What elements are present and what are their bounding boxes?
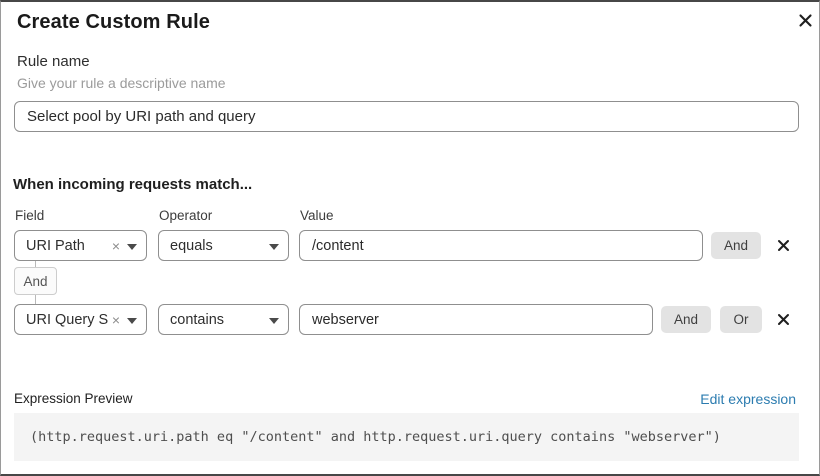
and-connector-badge: And xyxy=(14,267,57,295)
clear-icon[interactable]: × xyxy=(111,311,120,328)
row2-field-value: URI Query St... xyxy=(26,311,108,328)
column-label-field: Field xyxy=(15,208,45,223)
dialog-title: Create Custom Rule xyxy=(17,11,210,33)
row1-field-value: URI Path xyxy=(26,237,85,254)
close-icon[interactable] xyxy=(794,9,816,31)
row2-operator-select[interactable]: contains xyxy=(158,304,289,335)
row1-and-button[interactable]: And xyxy=(711,232,761,259)
chevron-down-icon xyxy=(127,317,137,324)
chevron-down-icon xyxy=(269,317,279,324)
close-icon-glyph xyxy=(798,13,812,27)
connector-line-bottom xyxy=(35,295,36,304)
row2-delete-icon[interactable] xyxy=(774,310,792,328)
chevron-down-icon xyxy=(269,243,279,250)
matcher-heading: When incoming requests match... xyxy=(13,176,253,193)
expression-code: (http.request.uri.path eq "/content" and… xyxy=(30,429,721,445)
rule-name-input[interactable] xyxy=(14,101,799,132)
row2-or-button[interactable]: Or xyxy=(720,306,762,333)
row2-field-select[interactable]: URI Query St... × xyxy=(14,304,147,335)
delete-icon-glyph xyxy=(777,313,789,325)
delete-icon-glyph xyxy=(777,239,789,251)
row1-field-select[interactable]: URI Path × xyxy=(14,230,147,261)
row1-operator-value: equals xyxy=(170,237,213,254)
connector-line-top xyxy=(35,261,36,268)
edit-expression-link[interactable]: Edit expression xyxy=(700,391,796,407)
row2-value-input[interactable] xyxy=(299,304,653,335)
rule-name-helper: Give your rule a descriptive name xyxy=(17,75,226,91)
clear-icon[interactable]: × xyxy=(111,237,120,254)
row2-and-button[interactable]: And xyxy=(661,306,711,333)
row1-value-input[interactable] xyxy=(299,230,703,261)
row1-operator-select[interactable]: equals xyxy=(158,230,289,261)
rule-name-label: Rule name xyxy=(17,53,90,70)
row1-delete-icon[interactable] xyxy=(774,236,792,254)
chevron-down-icon xyxy=(127,243,137,250)
column-label-value: Value xyxy=(300,208,334,223)
column-label-operator: Operator xyxy=(159,208,213,223)
row2-operator-value: contains xyxy=(170,311,225,328)
expression-code-block: (http.request.uri.path eq "/content" and… xyxy=(14,413,799,461)
expression-preview-label: Expression Preview xyxy=(14,391,133,406)
